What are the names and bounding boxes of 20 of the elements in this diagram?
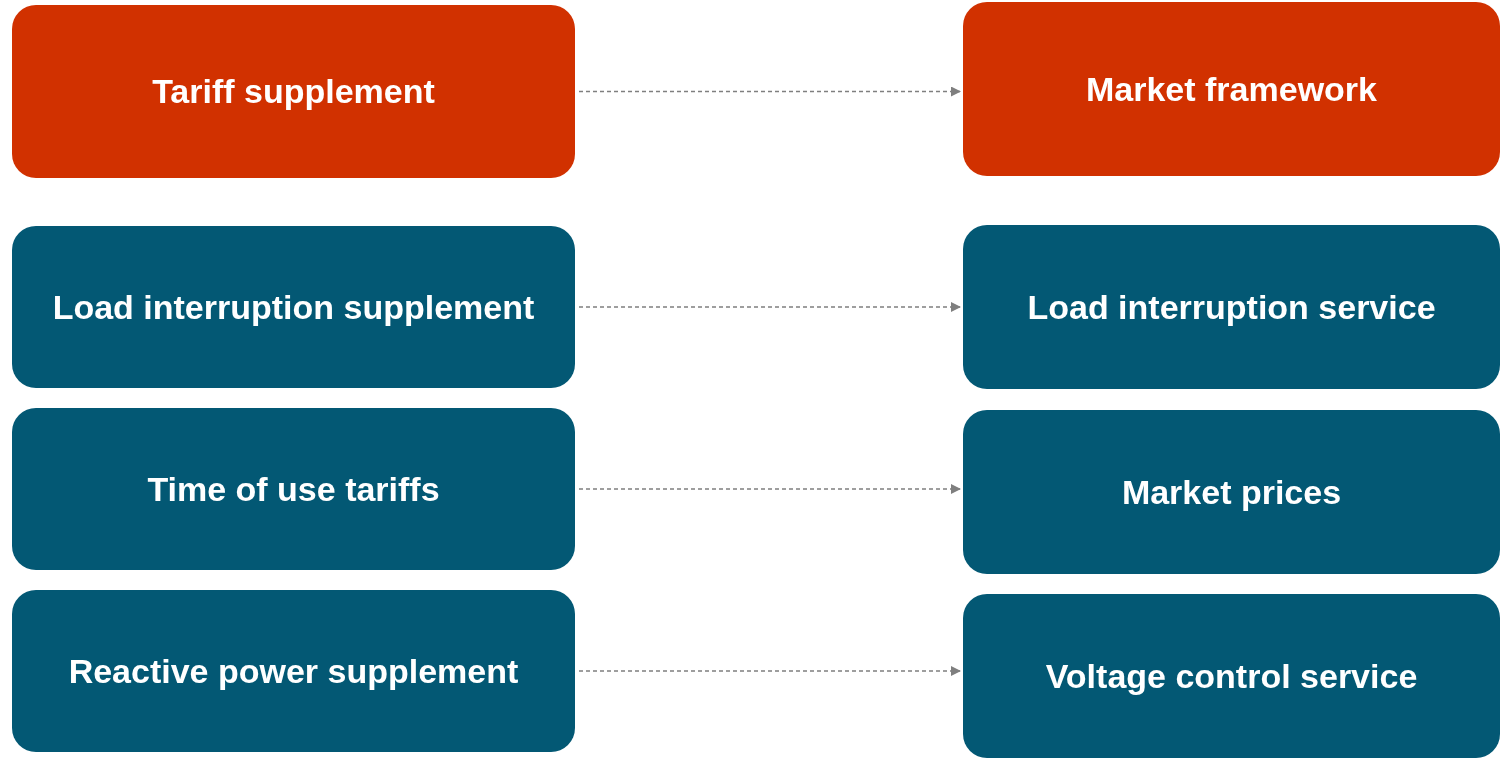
box-label: Reactive power supplement [68, 651, 519, 691]
process-box [963, 594, 1500, 758]
process-box [12, 590, 575, 752]
box-label: Market prices [1121, 472, 1342, 512]
process-box [963, 2, 1500, 176]
dashed-arrow [578, 86, 961, 97]
process-box [12, 5, 575, 178]
box-label: Load interruption supplement [52, 287, 535, 327]
box-label: Voltage control service [1045, 656, 1418, 696]
process-box [12, 226, 575, 388]
process-box [12, 408, 575, 570]
box-label: Market framework [1086, 69, 1377, 109]
process-box [963, 225, 1500, 389]
process-box [963, 410, 1500, 574]
box-label: Tariff supplement [152, 72, 435, 111]
dashed-arrow [578, 302, 961, 312]
dashed-arrow [578, 666, 961, 676]
dashed-arrow [578, 484, 961, 494]
box-label: Time of use tariffs [147, 469, 440, 509]
box-label: Load interruption service [1027, 287, 1436, 327]
